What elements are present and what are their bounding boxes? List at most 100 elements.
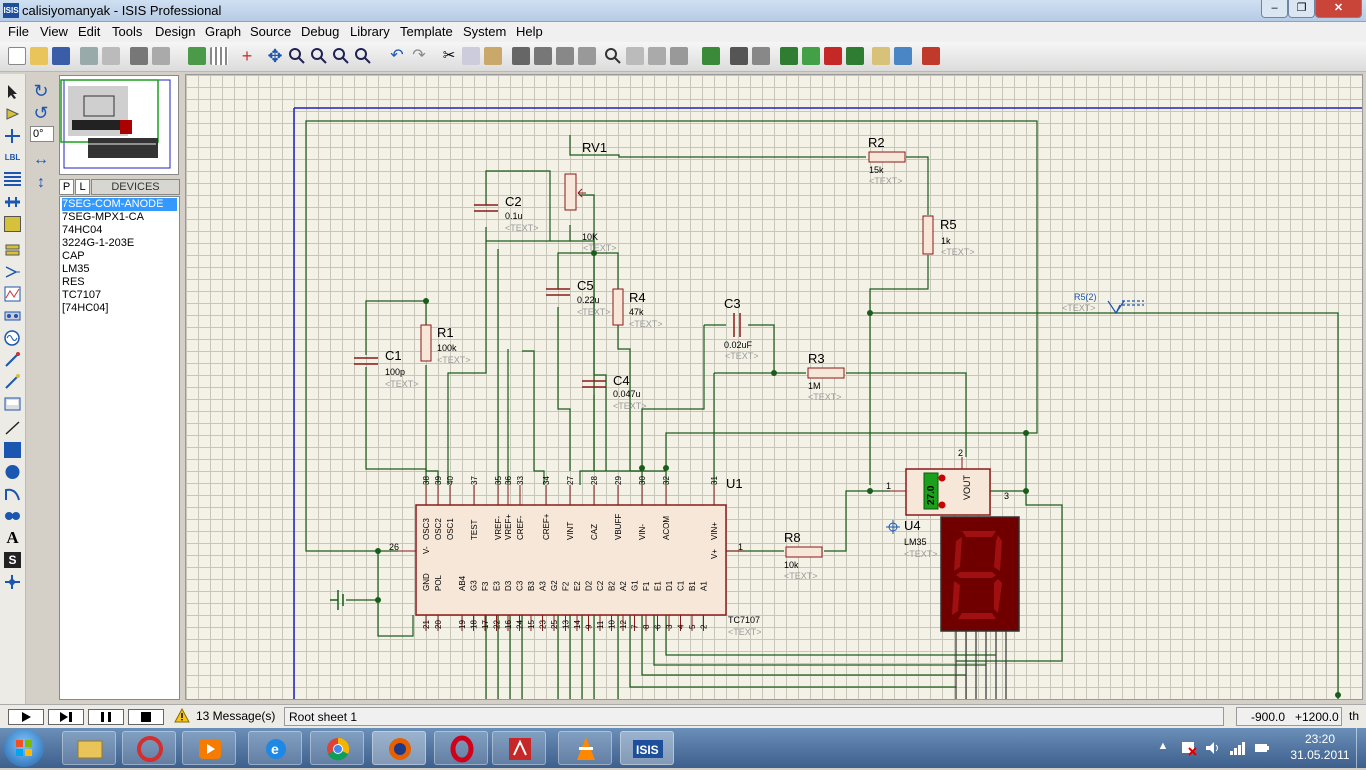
menu-design[interactable]: Design — [155, 24, 196, 39]
path-tool-icon[interactable] — [4, 508, 21, 524]
zoom-in-icon[interactable] — [288, 47, 306, 65]
electrical-rules-check-icon[interactable] — [894, 47, 912, 65]
c5-body[interactable] — [546, 288, 570, 296]
generator-mode-icon[interactable] — [4, 330, 21, 346]
show-hidden-icons-icon[interactable]: ▲ — [1157, 740, 1169, 752]
menu-tools[interactable]: Tools — [112, 24, 143, 39]
save-icon[interactable] — [52, 47, 70, 65]
network-signal-icon[interactable] — [1228, 739, 1246, 757]
u4-decrease-button[interactable] — [938, 501, 946, 509]
device-list-item[interactable]: 7SEG-MPX1-CA — [62, 211, 144, 223]
stop-button[interactable] — [128, 709, 164, 725]
voltage-probe-mode-icon[interactable] — [4, 352, 21, 368]
menu-edit[interactable]: Edit — [78, 24, 101, 39]
menu-help[interactable]: Help — [516, 24, 543, 39]
zoom-out-icon[interactable] — [310, 47, 328, 65]
ccleaner-task-icon[interactable] — [122, 731, 176, 765]
current-probe-mode-icon[interactable] — [4, 374, 21, 390]
zoom-area-icon[interactable] — [354, 47, 372, 65]
device-list-item[interactable]: [74HC04] — [62, 302, 109, 314]
pan-icon[interactable]: ✥ — [267, 46, 283, 66]
overview-window[interactable] — [59, 75, 179, 175]
make-device-icon[interactable] — [626, 47, 644, 65]
device-list-item[interactable]: 3224G-1-203E — [62, 237, 135, 249]
decompose-icon[interactable] — [670, 47, 688, 65]
schematic-canvas[interactable]: RV1 10K <TEXT> R2 15k <TEXT> R5 1k <TEXT… — [185, 74, 1363, 700]
volume-icon[interactable] — [1204, 739, 1222, 757]
symbol-tool-icon[interactable]: S — [4, 552, 21, 568]
device-list[interactable]: 7SEG-COM-ANODE 7SEG-MPX1-CA 74HC04 3224G… — [59, 196, 180, 700]
clock-date[interactable]: 31.05.2011 — [1290, 748, 1350, 762]
import-icon[interactable] — [80, 47, 98, 65]
rotation-angle-field[interactable]: 0° — [30, 126, 54, 142]
menu-file[interactable]: File — [8, 24, 29, 39]
action-center-icon[interactable] — [1180, 739, 1198, 757]
bus-mode-icon[interactable] — [4, 194, 21, 210]
c1-body[interactable] — [354, 357, 378, 365]
menu-library[interactable]: Library — [350, 24, 390, 39]
u4-increase-button[interactable] — [938, 474, 946, 482]
refresh-icon[interactable] — [188, 47, 206, 65]
undo-icon[interactable]: ↶ — [390, 47, 404, 64]
rv1-body[interactable] — [564, 173, 577, 211]
box-tool-icon[interactable] — [4, 442, 21, 458]
minimize-button[interactable]: – — [1261, 0, 1288, 18]
print-area-icon[interactable] — [152, 47, 170, 65]
circle-tool-icon[interactable] — [4, 464, 21, 480]
new-file-icon[interactable] — [8, 47, 26, 65]
virtual-instruments-mode-icon[interactable] — [4, 396, 21, 412]
arc-tool-icon[interactable] — [4, 486, 21, 502]
chrome-task-icon[interactable] — [310, 731, 364, 765]
device-list-item[interactable]: RES — [62, 276, 85, 288]
block-move-icon[interactable] — [534, 47, 552, 65]
tape-recorder-mode-icon[interactable] — [4, 308, 21, 324]
block-copy-icon[interactable] — [512, 47, 530, 65]
r4-body[interactable] — [612, 288, 624, 326]
device-list-item[interactable]: TC7107 — [62, 289, 102, 301]
wire-autorouter-icon[interactable] — [702, 47, 720, 65]
menu-source[interactable]: Source — [250, 24, 292, 39]
internet-explorer-task-icon[interactable]: e — [248, 731, 302, 765]
pause-button[interactable] — [88, 709, 124, 725]
acrobat-task-icon[interactable] — [492, 731, 546, 765]
search-tag-icon[interactable] — [730, 47, 748, 65]
u1-chip-body[interactable] — [415, 504, 727, 616]
mirror-vertical-icon[interactable]: ↕ — [37, 174, 45, 191]
step-button[interactable] — [48, 709, 84, 725]
r8-body[interactable] — [785, 546, 823, 558]
r1-body[interactable] — [420, 324, 432, 362]
paste-icon[interactable] — [484, 47, 502, 65]
print-icon[interactable] — [130, 47, 148, 65]
block-delete-icon[interactable] — [578, 47, 596, 65]
property-tool-icon[interactable] — [752, 47, 770, 65]
firefox-task-icon[interactable] — [372, 731, 426, 765]
menu-template[interactable]: Template — [400, 24, 453, 39]
show-desktop-button[interactable] — [1356, 728, 1366, 768]
power-icon[interactable] — [1252, 739, 1270, 757]
pick-device-icon[interactable] — [604, 47, 622, 65]
c3-body[interactable] — [733, 313, 741, 337]
subcircuit-mode-icon[interactable] — [4, 216, 21, 232]
r5-body[interactable] — [922, 215, 934, 255]
remove-sheet-icon[interactable] — [824, 47, 842, 65]
selection-mode-icon[interactable] — [4, 84, 21, 100]
voltage-probe-r5[interactable] — [1107, 300, 1144, 315]
text-script-mode-icon[interactable] — [4, 172, 21, 188]
open-folder-icon[interactable] — [30, 47, 48, 65]
pick-devices-button[interactable]: P — [59, 179, 74, 195]
origin-icon[interactable]: + — [241, 46, 253, 66]
block-rotate-icon[interactable] — [556, 47, 574, 65]
component-mode-icon[interactable] — [4, 106, 21, 122]
graph-mode-icon[interactable] — [4, 286, 21, 302]
media-player-task-icon[interactable] — [182, 731, 236, 765]
device-list-item[interactable]: 7SEG-COM-ANODE — [62, 198, 177, 211]
menu-graph[interactable]: Graph — [205, 24, 242, 39]
c2-body[interactable] — [474, 204, 498, 212]
terminals-mode-icon[interactable] — [4, 242, 21, 258]
menu-view[interactable]: View — [40, 24, 68, 39]
close-window-button[interactable]: ✕ — [1315, 0, 1362, 18]
redo-icon[interactable]: ↷ — [412, 47, 426, 64]
isis-app-icon[interactable]: ISIS — [3, 3, 19, 18]
zoom-all-icon[interactable] — [332, 47, 350, 65]
rotate-anticlockwise-icon[interactable]: ↺ — [33, 103, 49, 123]
